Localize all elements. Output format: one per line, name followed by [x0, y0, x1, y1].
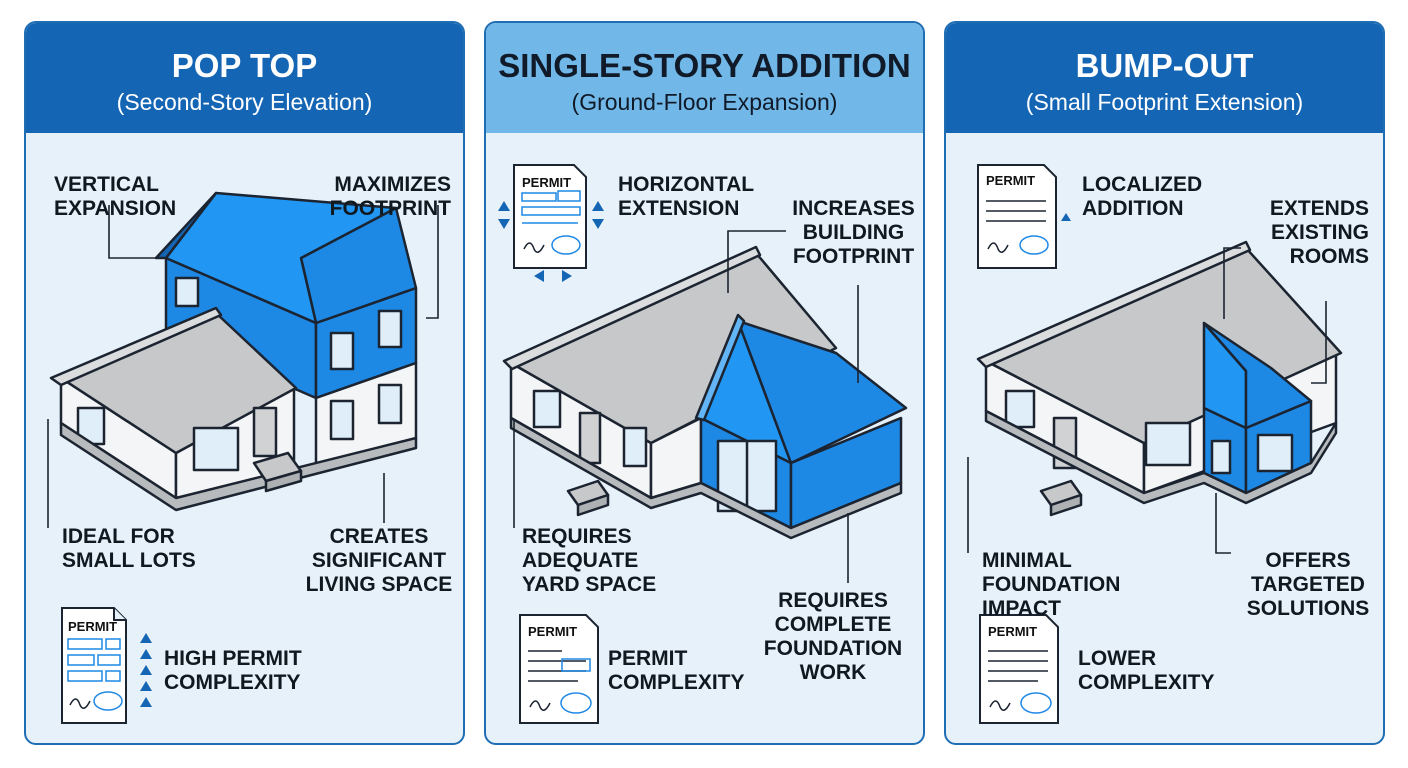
label-permit-complexity: HIGH PERMIT COMPLEXITY — [164, 647, 302, 694]
permit-document-icon — [979, 614, 1059, 724]
permit-document-icon — [977, 164, 1057, 269]
bump-out-house-illustration — [967, 164, 1343, 724]
up-arrow-icon — [1061, 213, 1071, 221]
label-ideal-small-lots: IDEAL FOR SMALL LOTS — [62, 525, 196, 572]
label-extends-rooms: EXTENDS EXISTING ROOMS — [1269, 197, 1369, 268]
permit-doc-label: PERMIT — [528, 624, 578, 639]
label-lower-complexity: LOWER COMPLEXITY — [1078, 647, 1215, 694]
permit-document-icon — [519, 614, 599, 724]
permit-doc-label: PERMIT — [988, 624, 1038, 639]
panel-header: SINGLE-STORY ADDITION (Ground-Floor Expa… — [486, 23, 923, 133]
label-yard-space: REQUIRES ADEQUATE YARD SPACE — [522, 525, 657, 596]
label-minimal-foundation: MINIMAL FOUNDATION IMPACT — [982, 549, 1121, 620]
arrows-icon — [498, 201, 604, 282]
panel-title: POP TOP — [171, 47, 318, 84]
up-arrows-icon — [140, 633, 152, 707]
panel-subtitle: (Ground-Floor Expansion) — [571, 89, 838, 115]
label-foundation-work: REQUIRES COMPLETE FOUNDATION WORK — [763, 589, 903, 684]
panel-bump-out: BUMP-OUT (Small Footprint Extension) — [944, 21, 1385, 745]
panel-single-story-addition: SINGLE-STORY ADDITION (Ground-Floor Expa… — [484, 21, 925, 745]
label-living-space: CREATES SIGNIFICANT LIVING SPACE — [305, 525, 453, 596]
permit-doc-label: PERMIT — [522, 175, 572, 190]
panel-title: BUMP-OUT — [1075, 47, 1254, 84]
panel-header: POP TOP (Second-Story Elevation) — [26, 23, 463, 133]
single-story-house-illustration — [498, 164, 908, 724]
label-horizontal-extension: HORIZONTAL EXTENSION — [618, 173, 755, 220]
label-vertical-expansion: VERTICAL EXPANSION — [54, 173, 177, 220]
label-localized-addition: LOCALIZED ADDITION — [1082, 173, 1203, 220]
pop-top-house-illustration — [47, 191, 439, 724]
label-permit-complexity: PERMIT COMPLEXITY — [608, 647, 745, 694]
permit-doc-label: PERMIT — [68, 619, 118, 634]
label-increases-footprint: INCREASES BUILDING FOOTPRINT — [792, 197, 915, 268]
panel-subtitle: (Small Footprint Extension) — [1025, 89, 1304, 115]
panel-subtitle: (Second-Story Elevation) — [116, 89, 373, 115]
label-maximizes-footprint: MAXIMIZES FOOTPRINT — [329, 173, 451, 220]
permit-doc-label: PERMIT — [986, 173, 1036, 188]
panel-pop-top: POP TOP (Second-Story Elevation) — [24, 21, 465, 745]
panel-header: BUMP-OUT (Small Footprint Extension) — [946, 23, 1383, 133]
label-targeted-solutions: OFFERS TARGETED SOLUTIONS — [1246, 549, 1370, 620]
panel-title: SINGLE-STORY ADDITION — [498, 47, 911, 84]
